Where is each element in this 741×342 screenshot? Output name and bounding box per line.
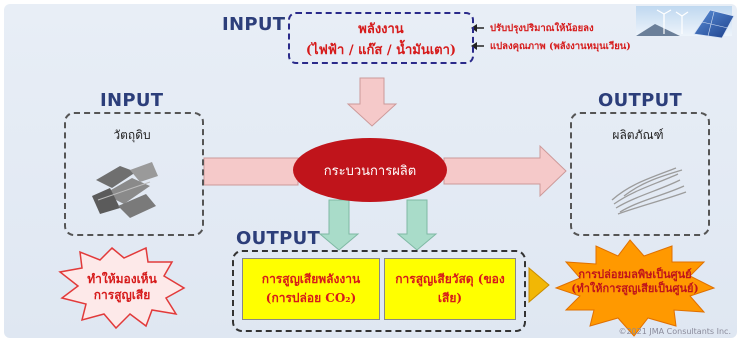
loss-output-header: OUTPUT: [236, 228, 321, 249]
material-loss-box: การสูญเสียวัสดุ (ของ เสีย): [384, 258, 516, 320]
left-burst-line1: ทำให้มองเห็น: [87, 272, 157, 286]
material-loss-label: การสูญเสียวัสดุ (ของ: [395, 271, 505, 286]
energy-sources: (ไฟฟ้า / แก๊ส / น้ำมันเตา): [305, 43, 457, 58]
copyright: ©2021 JMA Consultants Inc.: [618, 327, 731, 336]
energy-input-header: INPUT: [222, 14, 286, 35]
losses-box: [232, 250, 526, 332]
raw-material-box: [64, 112, 204, 236]
arrow-to-energy-loss: [318, 199, 360, 251]
arrow-process-to-product: [443, 144, 567, 198]
right-burst-text: การปล่อยมลพิษเป็นศูนย์ (ทำให้การสูญเสียเ…: [560, 268, 710, 297]
energy-title: พลังงาน: [358, 22, 404, 37]
right-burst-line2: (ทำให้การสูญเสียเป็นศูนย์): [571, 282, 699, 296]
right-burst-shape: [554, 239, 716, 337]
left-burst-shape: [58, 246, 186, 330]
production-process: กระบวนการผลิต: [293, 138, 447, 202]
product-label: ผลิตภัณฑ์: [612, 128, 664, 142]
energy-loss-label: การสูญเสียพลังงาน: [261, 271, 361, 286]
note-arrows: [471, 24, 484, 50]
energy-loss-box: การสูญเสียพลังงาน (การปล่อย CO₂): [242, 258, 380, 320]
energy-input-box: พลังงาน (ไฟฟ้า / แก๊ส / น้ำมันเตา): [288, 12, 474, 64]
arrow-to-zero-emission: [528, 266, 550, 304]
left-burst-text: ทำให้มองเห็น การสูญเสีย: [62, 272, 182, 303]
product-box: [570, 112, 710, 236]
left-burst-line2: การสูญเสีย: [93, 287, 151, 302]
arrow-energy-to-process: [346, 77, 398, 127]
note-reduce-energy: ปรับปรุงปริมาณให้น้อยลง: [490, 23, 594, 34]
arrow-input-to-process: [203, 157, 299, 186]
arrow-to-material-loss: [396, 199, 438, 251]
note-renewable-energy: แปลงคุณภาพ (พลังงานหมุนเวียน): [490, 41, 631, 52]
material-input-header: INPUT: [100, 90, 164, 111]
raw-material-label: วัตถุดิบ: [113, 128, 151, 142]
product-output-header: OUTPUT: [598, 90, 683, 111]
raw-material-image: [92, 162, 158, 218]
production-process-label: กระบวนการผลิต: [323, 163, 417, 179]
material-loss-waste: เสีย): [437, 291, 463, 305]
product-image: [611, 167, 687, 215]
energy-loss-co2: (การปล่อย CO₂): [265, 291, 357, 305]
right-burst-line1: การปล่อยมลพิษเป็นศูนย์: [578, 268, 692, 281]
renewable-energy-image: [636, 6, 735, 39]
